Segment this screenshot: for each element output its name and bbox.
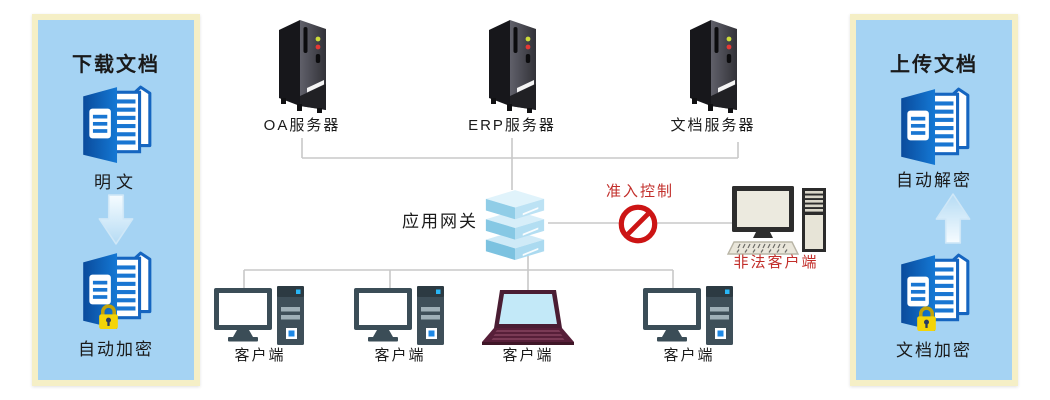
- download-panel: 下载文档 明文 自动加密: [32, 14, 200, 386]
- document-icon: [80, 82, 152, 164]
- gateway-stack-icon: [482, 188, 548, 264]
- desktop-client-icon: [354, 286, 446, 350]
- client3-label: 客户端: [502, 347, 554, 364]
- gateway-label: 应用网关: [402, 212, 478, 231]
- auto-decrypt-label: 自动解密: [896, 171, 972, 190]
- access-control-label: 准入控制: [605, 183, 674, 200]
- document-server-icon: [685, 18, 741, 114]
- arrow-down-icon: [97, 194, 135, 246]
- oa-server-label: OA服务器: [263, 117, 341, 134]
- desktop-client-icon: [214, 286, 306, 350]
- doc-encrypt-label: 文档加密: [896, 341, 972, 360]
- client1-label: 客户端: [234, 347, 286, 364]
- upload-panel-title: 上传文档: [890, 54, 978, 76]
- decrypted-document-icon-group: [898, 84, 970, 166]
- prohibition-icon: [617, 203, 659, 245]
- client4-label: 客户端: [663, 347, 715, 364]
- download-panel-title: 下载文档: [72, 54, 160, 76]
- laptop-client-icon: [480, 290, 576, 348]
- lock-icon: [913, 305, 940, 332]
- erp-server-icon: [484, 18, 540, 114]
- encrypted-document-icon-group: [80, 248, 152, 330]
- client2-label: 客户端: [374, 347, 426, 364]
- desktop-client-icon: [643, 286, 735, 350]
- erp-server-label: ERP服务器: [468, 117, 556, 134]
- arrow-up-icon: [934, 192, 972, 244]
- plain-document-icon-group: [80, 82, 152, 164]
- illegal-client-label: 非法客户端: [733, 254, 819, 271]
- oa-server-icon: [274, 18, 330, 114]
- upload-panel: 上传文档 自动解密 文档加密: [850, 14, 1018, 386]
- encrypted-document-icon-group: [898, 250, 970, 332]
- document-server-label: 文档服务器: [670, 117, 756, 134]
- lock-icon: [95, 303, 122, 330]
- document-icon: [898, 84, 970, 166]
- plain-doc-label: 明文: [94, 173, 138, 192]
- auto-encrypt-label: 自动加密: [78, 340, 154, 359]
